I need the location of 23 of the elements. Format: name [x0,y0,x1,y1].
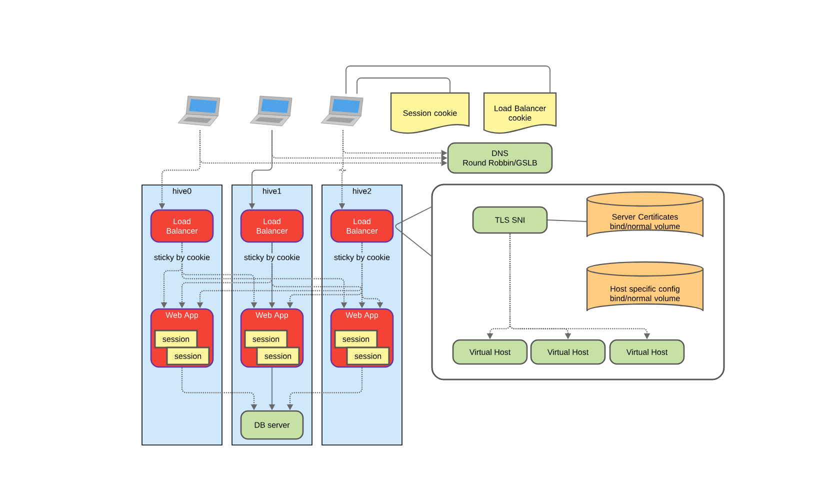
session-box: session [256,346,300,366]
storage-cylinder: Server Certificates bind/normal volume [586,191,704,238]
process-box: DB server [240,410,304,440]
connector-line [547,220,588,222]
process-box: DNS Round Robbin/GSLB [447,142,553,174]
laptop-drawing [178,96,220,126]
session-box: session [334,330,378,348]
load-balancer-box: Load Balancer [240,209,304,243]
laptop-drawing [250,96,292,126]
connector-line [356,78,450,94]
connector-line [395,206,432,256]
connector-line [346,66,550,94]
laptop-drawing [320,96,364,126]
load-balancer-box: Load Balancer [150,209,214,243]
process-box: Virtual Host [530,339,606,365]
session-box: session [166,346,210,366]
process-box: Virtual Host [452,339,528,365]
session-box: session [346,346,390,366]
process-box: TLS SNI [472,206,548,234]
load-balancer-box: Load Balancer [330,209,394,243]
session-box: session [244,330,288,348]
session-box: session [154,330,198,348]
process-box: Virtual Host [609,339,685,365]
